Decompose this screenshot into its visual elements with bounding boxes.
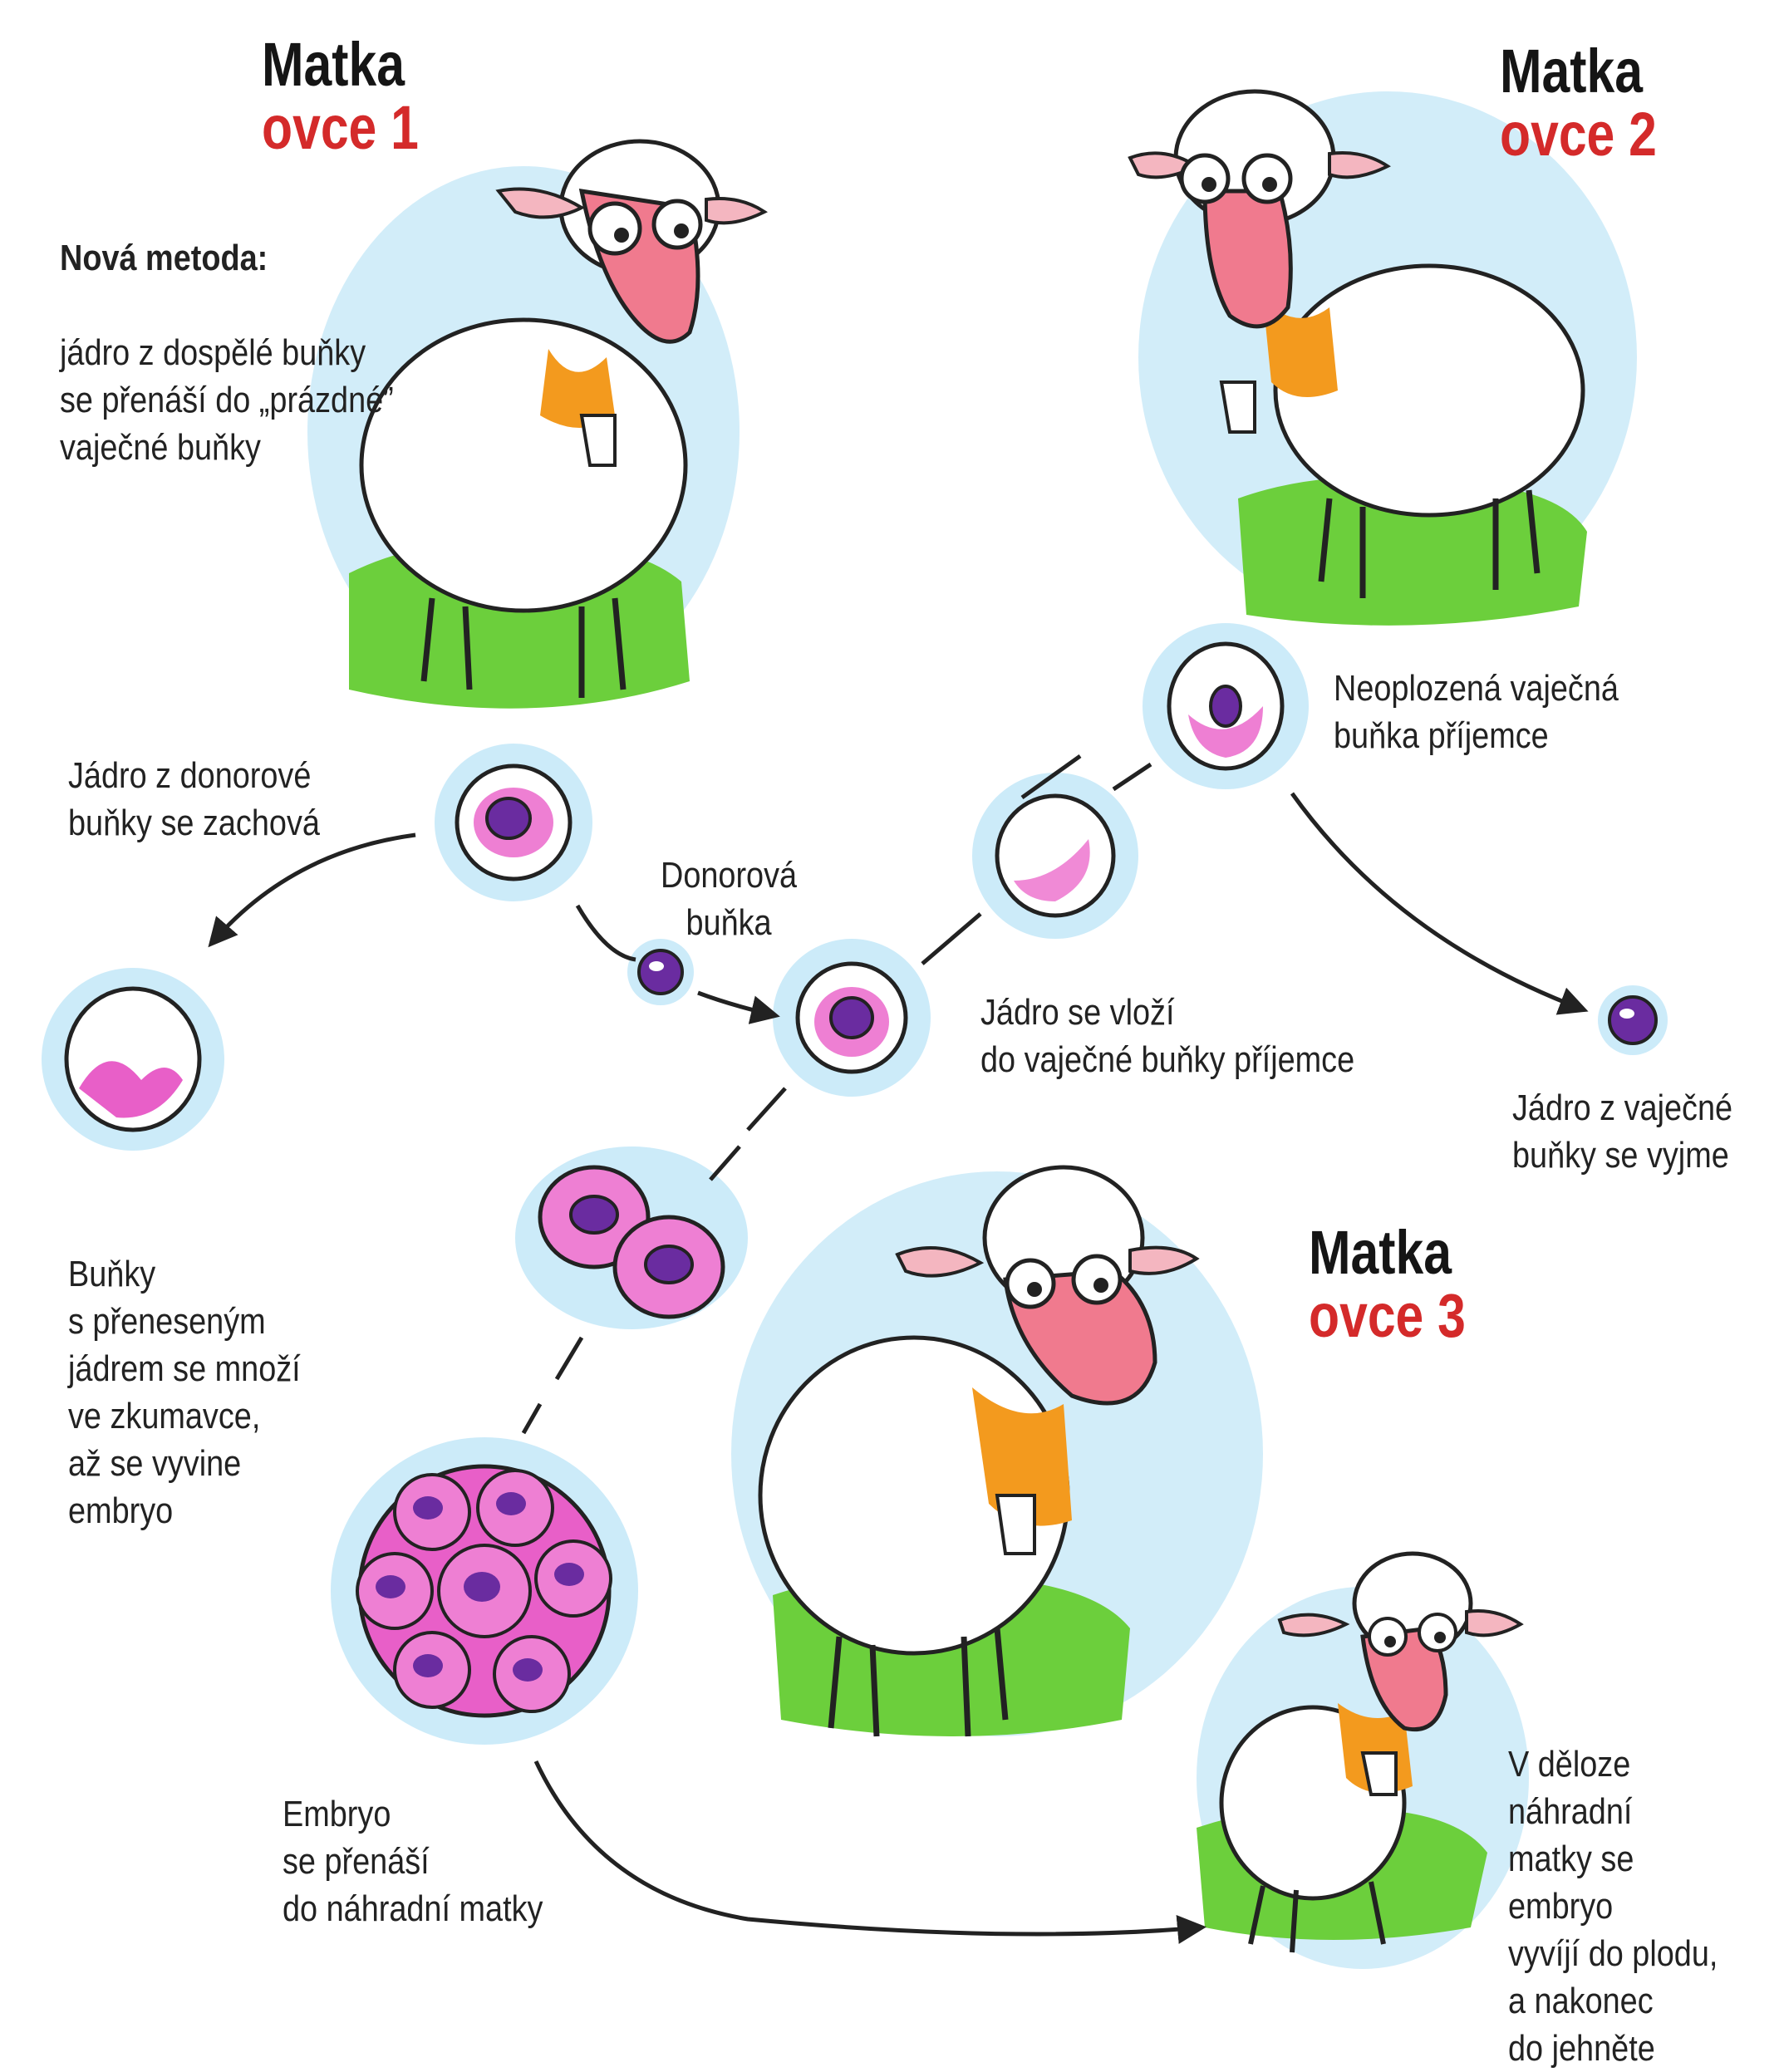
label-embryo-transfer: Embryo se přenáší do náhradní matky [283,1794,543,1929]
label-donor-cell: Donorová buňka [661,855,798,943]
label-egg-nucleus-removed: Jádro z vaječné buňky se vyjme [1512,1088,1733,1176]
label-cells-multiply: Buňky s přeneseným jádrem se množí ve zk… [68,1254,301,1531]
connector-line [921,754,1152,965]
connector-line [521,1336,584,1435]
arrow-icon [575,904,636,962]
recipient-egg-icon [1143,623,1309,789]
sheep-1-title-line2: ovce 1 [262,93,419,162]
discarded-cell-icon [42,968,224,1151]
arrow-icon [208,832,416,948]
arrow-icon [697,990,780,1024]
sheep-2-illustration [1128,89,1637,626]
lamb-illustration [1197,1551,1529,1969]
dividing-cells-icon [515,1146,748,1329]
donor-nucleus-icon [627,939,694,1005]
sheep-3-illustration [731,1165,1263,1737]
sheep-1-title: Matka ovce 1 [262,33,419,160]
label-lamb-development: V děloze náhradní matky se embryo vyvíjí… [1508,1744,1718,2069]
arrows [208,754,1589,1944]
label-unfertilized-egg: Neoplozená vaječná buňka příjemce [1334,668,1619,756]
label-donor-nucleus-kept: Jádro z donorové buňky se zachová [68,755,320,843]
removed-nucleus-icon [1598,985,1668,1055]
enucleated-egg-icon [972,773,1138,939]
embryo-icon [331,1437,638,1745]
method-heading: Nová metoda: [60,238,268,278]
sheep-2-title-line2: ovce 2 [1500,100,1657,169]
sheep-1-title-line1: Matka [262,30,405,99]
sheep-2-title: Matka ovce 2 [1500,40,1657,166]
sheep-1-illustration [307,139,768,709]
sheep-2-title-line1: Matka [1500,37,1644,106]
connector-line [709,1087,787,1181]
method-description: Nová metoda: jádro z dospělé buňky se př… [60,187,394,471]
sheep-3-title-line1: Matka [1309,1218,1452,1287]
sheep-3-title-line2: ovce 3 [1309,1281,1466,1350]
sheep-3-title: Matka ovce 3 [1309,1221,1466,1348]
donor-cell-icon [435,744,592,901]
arrow-icon [1290,792,1589,1015]
arrow-icon [533,1760,1206,1944]
reconstructed-egg-icon [773,939,931,1097]
method-text: jádro z dospělé buňky se přenáší do „prá… [60,332,394,468]
label-nucleus-inserted: Jádro se vloží do vaječné buňky příjemce [980,992,1355,1080]
